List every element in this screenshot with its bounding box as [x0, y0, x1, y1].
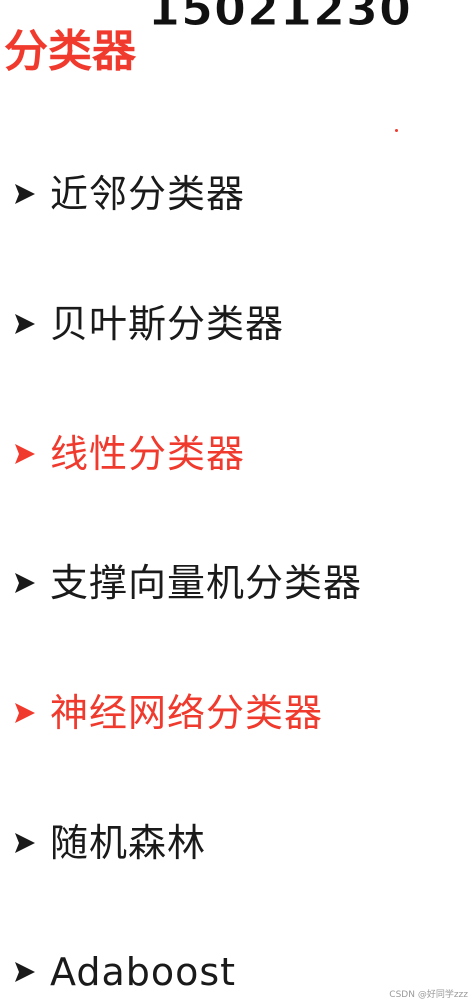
footer-watermark: CSDN @好同学zzz [389, 990, 468, 1000]
top-overlay-number: 15021230 [147, 0, 413, 36]
arrowhead-bullet-icon [0, 181, 50, 207]
red-dot-mark [395, 129, 398, 132]
list-item-label: 线性分类器 [50, 432, 246, 476]
list-item: 支撑向量机分类器 [0, 555, 362, 611]
arrowhead-bullet-icon [0, 700, 50, 726]
list-item: 神经网络分类器 [0, 685, 323, 741]
list-item: 贝叶斯分类器 [0, 296, 284, 352]
list-item-label: 随机森林 [50, 821, 207, 865]
arrowhead-bullet-icon [0, 441, 50, 467]
list-item-label: 贝叶斯分类器 [50, 302, 285, 346]
list-item-label: 支撑向量机分类器 [50, 561, 363, 605]
list-item: 近邻分类器 [0, 166, 245, 222]
list-item-label: Adaboost [50, 950, 237, 994]
arrowhead-bullet-icon [0, 311, 50, 337]
list-item-label: 神经网络分类器 [50, 691, 324, 735]
list-item: Adaboost [0, 944, 236, 1000]
arrowhead-bullet-icon [0, 830, 50, 856]
page-title: 分类器 [4, 26, 136, 77]
list-item: 随机森林 [0, 815, 206, 871]
list-item: 线性分类器 [0, 426, 245, 482]
arrowhead-bullet-icon [0, 570, 50, 596]
arrowhead-bullet-icon [0, 959, 50, 985]
list-item-label: 近邻分类器 [50, 172, 246, 216]
